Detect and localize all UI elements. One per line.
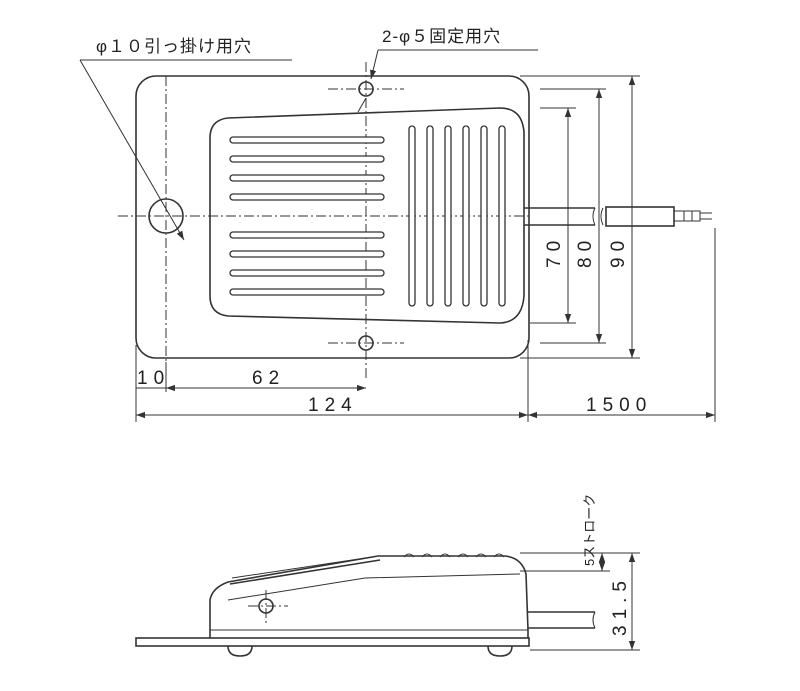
dimension-1500-label: 1500 <box>586 395 652 416</box>
grip-slot <box>229 231 385 239</box>
stroke-label: 5ストローク <box>582 494 597 566</box>
horizontal-grip-slots <box>229 136 385 296</box>
hook-hole-label: φ１０引っ掛け用穴 <box>96 37 252 56</box>
dimension-10-label: 10 <box>137 368 170 389</box>
grip-slot <box>229 193 385 201</box>
dimension-31-5-label: 31.5 <box>610 575 631 636</box>
grip-slot <box>229 269 385 277</box>
fixing-hole-label: 2-φ５固定用穴 <box>382 27 501 46</box>
grip-slot <box>229 136 385 144</box>
housing-outline <box>209 555 529 638</box>
grip-slot <box>444 125 452 307</box>
grip-slot <box>229 174 385 182</box>
hook-hole <box>148 198 184 234</box>
fixing-hole-leader-lower <box>357 97 367 113</box>
rubber-foot-left <box>227 645 253 657</box>
grip-slot <box>229 155 385 163</box>
side-base-plate <box>135 637 530 647</box>
grip-ridges <box>403 553 505 558</box>
fixing-hole-bottom <box>358 335 374 351</box>
grip-slot <box>229 288 385 296</box>
dimension-124-label: 124 <box>308 395 358 416</box>
hook-hole-leader <box>79 59 185 241</box>
base-plate-outline <box>135 75 530 359</box>
dimension-62-label: 62 <box>252 368 285 389</box>
vertical-grip-slots <box>408 125 506 307</box>
fixing-hole-top <box>358 81 374 97</box>
top-view: φ１０引っ掛け用穴 2-φ５固定用穴 70 80 90 10 62 124 <box>79 27 716 422</box>
side-view: 5ストローク 31.5 <box>135 494 640 657</box>
grip-slot <box>462 125 470 307</box>
cable <box>524 206 712 227</box>
grip-slot <box>408 125 416 307</box>
grip-slot <box>229 250 385 258</box>
fixing-hole-leader-upper <box>370 49 379 80</box>
dimension-70-label: 70 <box>544 235 565 268</box>
rubber-foot-right <box>487 645 513 657</box>
pedal-outline <box>209 107 525 324</box>
dimension-80-label: 80 <box>575 235 596 268</box>
grip-slot <box>426 125 434 307</box>
dimension-90-label: 90 <box>608 235 629 268</box>
grip-slot <box>480 125 488 307</box>
grip-slot <box>498 125 506 307</box>
